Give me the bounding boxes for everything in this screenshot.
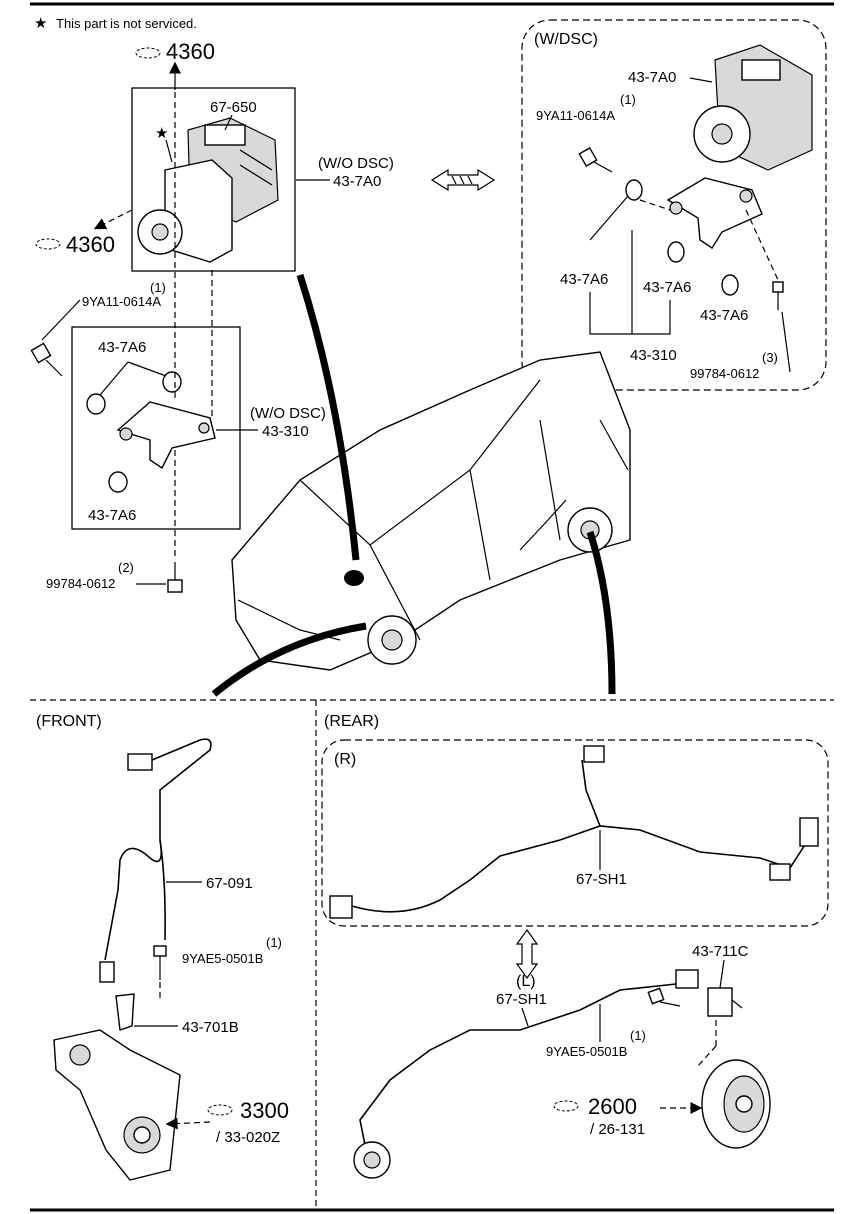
section-l: (L) [516,973,536,990]
label-9ya11-a: 9YA11-0614A [536,108,615,123]
rear-l-harness [353,969,699,1179]
bolt-9yae5-b [647,987,681,1007]
section-w-dsc: (W/DSC) [534,31,598,48]
ref-4360-top[interactable]: 4360 [135,39,215,64]
bracket-box [71,326,241,530]
ref-4360-left-text: 4360 [66,232,115,257]
label-43-7a6-c: 43-7A6 [560,271,608,288]
ref-2600-sub: / 26-131 [590,1121,645,1138]
label-43-310-wo: 43-310 [262,423,309,440]
label-43-711c: 43-711C [692,943,749,960]
label-9yae5-b: 9YAE5-0501B [546,1044,627,1059]
front-knuckle [53,1029,181,1181]
book-icon [207,1104,233,1116]
label-9ya11-b: 9YA11-0614A [82,294,161,309]
bracket-wo-dsc [116,401,216,470]
bushing-w-c [721,274,739,296]
bushing-b [162,371,182,393]
bolt-9ya11-b [30,342,63,377]
bushing-w-a [625,179,643,201]
bolt-9ya11-a [578,146,613,173]
label-qty1-d: (1) [630,1028,646,1043]
book-icon [135,47,161,59]
front-sensor-wire [99,738,212,983]
book-icon [553,1100,579,1112]
label-wo-dsc-1: (W/O DSC) [318,155,394,172]
label-qty1-b: (1) [150,280,166,295]
book-icon [35,238,61,250]
double-arrow-vertical-icon [515,928,539,980]
section-r: (R) [334,751,356,768]
label-43-7a6-d: 43-7A6 [643,279,691,296]
label-43-7a6-a: 43-7A6 [98,339,146,356]
ref-4360-top-text: 4360 [166,39,215,64]
label-99784-b: 99784-0612 [690,366,759,381]
label-qty2: (2) [118,560,134,575]
bolt-9yae5-a [153,945,167,980]
label-67-650: 67-650 [210,99,257,116]
label-99784-a: 99784-0612 [46,576,115,591]
bracket-w-dsc [666,177,763,249]
bushing-a [86,393,106,415]
label-43-7a6-e: 43-7A6 [700,307,748,324]
label-43-7a0-wo: 43-7A0 [333,173,381,190]
rear-hub [701,1059,771,1149]
label-43-7a6-b: 43-7A6 [88,507,136,524]
ref-4360-left[interactable]: 4360 [35,232,115,257]
w-dsc-box [521,19,827,391]
bushing-w-b [667,241,685,263]
section-rear: (REAR) [324,713,379,730]
front-abs-sensor [115,993,135,1031]
rear-abs-sensor [707,987,743,1017]
hydraulic-unit-box [131,87,296,272]
label-67-091: 67-091 [206,875,253,892]
label-43-310-w: 43-310 [630,347,677,364]
vehicle-illustration [231,351,631,671]
bushing-c [108,471,128,493]
rear-r-box [321,739,829,927]
leader-thick-unit [296,273,360,561]
ref-3300[interactable]: 3300 [207,1098,289,1123]
ref-2600[interactable]: 2600 [553,1094,637,1119]
bolt-99784-b [772,281,784,310]
ref-2600-text: 2600 [588,1094,637,1119]
leader-thick-front [211,622,367,697]
label-9yae5-a: 9YAE5-0501B [182,951,263,966]
label-67-sh1-l: 67-SH1 [496,991,547,1008]
label-wo-dsc-2: (W/O DSC) [250,405,326,422]
label-qty3: (3) [762,350,778,365]
not-serviced-star-icon: ★ [155,125,168,142]
ref-3300-sub: / 33-020Z [216,1129,280,1146]
label-qty1-a: (1) [620,92,636,107]
bolt-99784-a [167,562,183,593]
label-qty1-c: (1) [266,935,282,950]
note-star-icon: ★ [34,15,47,32]
leader-thick-rear [586,530,616,695]
double-arrow-icon [430,168,496,192]
label-43-7a0-w: 43-7A0 [628,69,676,86]
ref-3300-text: 3300 [240,1098,289,1123]
rear-r-harness [329,745,819,919]
note-text: This part is not serviced. [56,16,197,31]
label-43-701b: 43-701B [182,1019,239,1036]
hydraulic-unit-w-dsc [693,44,813,171]
section-front: (FRONT) [36,713,102,730]
hydraulic-unit-wo-dsc [137,117,279,263]
label-67-sh1-r: 67-SH1 [576,871,627,888]
